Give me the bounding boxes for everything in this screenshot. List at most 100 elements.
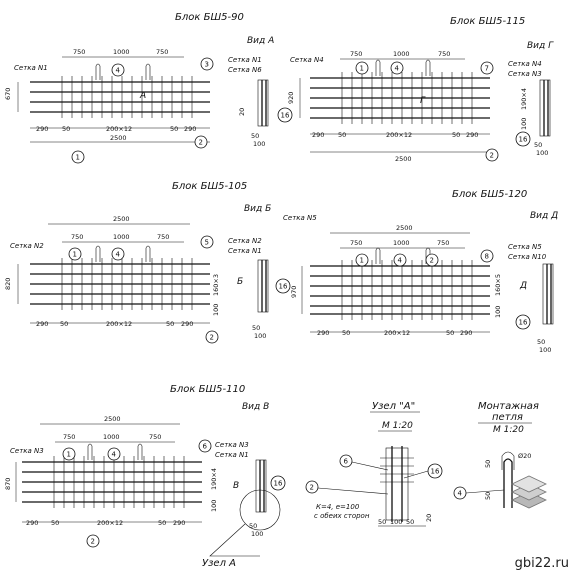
callout-circle [205, 330, 219, 344]
callout-circle [71, 150, 85, 164]
dim-right-span: 750 [437, 239, 449, 247]
dim-290-left: 290 [312, 131, 324, 139]
dim-right-span: 750 [157, 233, 169, 241]
mesh-label-right-bottom: Сетка N3 [508, 70, 542, 78]
callout-number: 3 [205, 61, 209, 69]
callout-number: 4 [458, 490, 463, 498]
mesh-label-left: Сетка N5 [283, 214, 317, 222]
callout-number: 4 [112, 451, 117, 459]
dim-height: 870 [4, 478, 12, 490]
side-dim-vertical: 160×5 [494, 274, 502, 296]
dim-overall: 2500 [110, 134, 127, 142]
callout-number: 4 [116, 251, 121, 259]
dim-middle-span: 1000 [393, 239, 410, 247]
callout-number: 1 [360, 257, 364, 265]
callout-number: 1 [67, 451, 71, 459]
mesh-label-right-bottom: Сетка N1 [215, 451, 249, 459]
dim-290-right: 290 [173, 519, 185, 527]
dim-left-span: 750 [73, 48, 85, 56]
block-bsh5-110: Блок БШ5-110 Вид В Сетка N3 Сетка N3 Сет… [4, 384, 286, 569]
dim-50-right: 50 [158, 519, 166, 527]
block-title: Блок БШ5-110 [170, 384, 245, 395]
dim-left-span: 750 [71, 233, 83, 241]
top-dimension: 750 1000 750 [340, 239, 465, 249]
callout-circle [425, 253, 439, 267]
bottom-dimension: 290 50 200×12 50 290 [30, 320, 210, 328]
callout-circle [277, 107, 293, 123]
callout-circle [200, 57, 214, 71]
dim-height: 920 [287, 92, 295, 104]
dim-290-right: 290 [181, 320, 193, 328]
callout-circle [111, 63, 125, 77]
callout-number: 6 [203, 443, 208, 451]
section-letter: Д [519, 281, 527, 291]
dim-middle-span: 1000 [113, 48, 130, 56]
callout-number: 2 [199, 139, 203, 147]
side-dim-vertical-2: 100 [494, 306, 502, 318]
callout-circle [480, 249, 494, 263]
view-label: Вид Б [244, 204, 271, 214]
mesh-label-right-top: Сетка N4 [508, 60, 542, 68]
watermark-text: gbi22.ru [514, 556, 569, 571]
node-dim-20: 20 [425, 514, 433, 522]
callout-number: 4 [116, 67, 121, 75]
top-dimension: 750 1000 750 [55, 433, 175, 443]
block-bsh5-120: Блок БШ5-120 Вид Д Сетка N5 Сетка N5 Сет… [283, 189, 558, 354]
mesh-label-left: Сетка N1 [14, 64, 48, 72]
dim-right-span: 750 [156, 48, 168, 56]
mesh-label-right-bottom: Сетка N10 [508, 253, 547, 261]
dim-height: 670 [4, 88, 12, 100]
dim-290-left: 290 [36, 125, 48, 133]
dim-left-span: 750 [63, 433, 75, 441]
loop-scale: М 1:20 [493, 425, 524, 435]
dim-50-right: 50 [452, 131, 460, 139]
node-note-line1: К=4, е=100 [316, 503, 360, 511]
mesh-label-left: Сетка N3 [10, 447, 44, 455]
block-title: Блок БШ5-105 [172, 181, 247, 192]
dim-290-right: 290 [184, 125, 196, 133]
side-dim-vertical: 190×4 [520, 88, 528, 110]
view-label: Вид Г [527, 41, 554, 51]
callout-number: 16 [279, 283, 288, 291]
side-view: 50 100 160×3 100 [212, 259, 269, 340]
node-scale: М 1:20 [382, 421, 413, 431]
bottom-dimension: 290 50 200×12 50 290 2500 [310, 131, 490, 163]
mesh-label-right-top: Сетка N1 [228, 56, 262, 64]
callout-number: 7 [485, 65, 489, 73]
side-dim-top: 50 [537, 338, 545, 346]
node-title: Узел "А" [372, 401, 415, 412]
mesh-label-right-bottom: Сетка N1 [228, 247, 262, 255]
side-dim-bottom: 100 [254, 332, 266, 340]
dim-left-span: 750 [350, 239, 362, 247]
dim-step: 200×12 [386, 131, 412, 139]
side-dim-top: 50 [534, 141, 542, 149]
view-label: Вид В [242, 402, 269, 412]
dim-50-left: 50 [51, 519, 59, 527]
dim-middle-span: 1000 [103, 433, 120, 441]
side-dim-top: 50 [251, 132, 259, 140]
dim-middle-span: 1000 [113, 233, 130, 241]
mesh-label-right-top: Сетка N3 [215, 441, 249, 449]
dim-step: 200×12 [106, 125, 132, 133]
callout-number: 2 [430, 257, 434, 265]
rebar-frame [30, 63, 210, 118]
dim-height: 970 [290, 286, 298, 298]
callout-circle [62, 447, 76, 461]
side-view: 50 100 190×4 100 [520, 79, 551, 157]
side-dim-vertical: 190×4 [210, 468, 218, 490]
callout-number: 2 [91, 538, 95, 546]
dim-right-span: 750 [438, 50, 450, 58]
bottom-dimension: 290 50 200×12 50 290 [310, 329, 490, 337]
top-dimension: 750 1000 750 [62, 48, 184, 58]
dim-overall: 2500 [113, 215, 130, 223]
side-view: 190×4 100 50 100 [210, 459, 267, 538]
rebar-frame [30, 245, 210, 310]
dim-50-right: 50 [446, 329, 454, 337]
callout-circle [194, 135, 208, 149]
block-title: Блок БШ5-90 [175, 12, 244, 23]
mesh-label-left: Сетка N4 [290, 56, 324, 64]
callout-number: 16 [519, 136, 528, 144]
dim-290-left: 290 [317, 329, 329, 337]
callout-circle [275, 278, 291, 294]
